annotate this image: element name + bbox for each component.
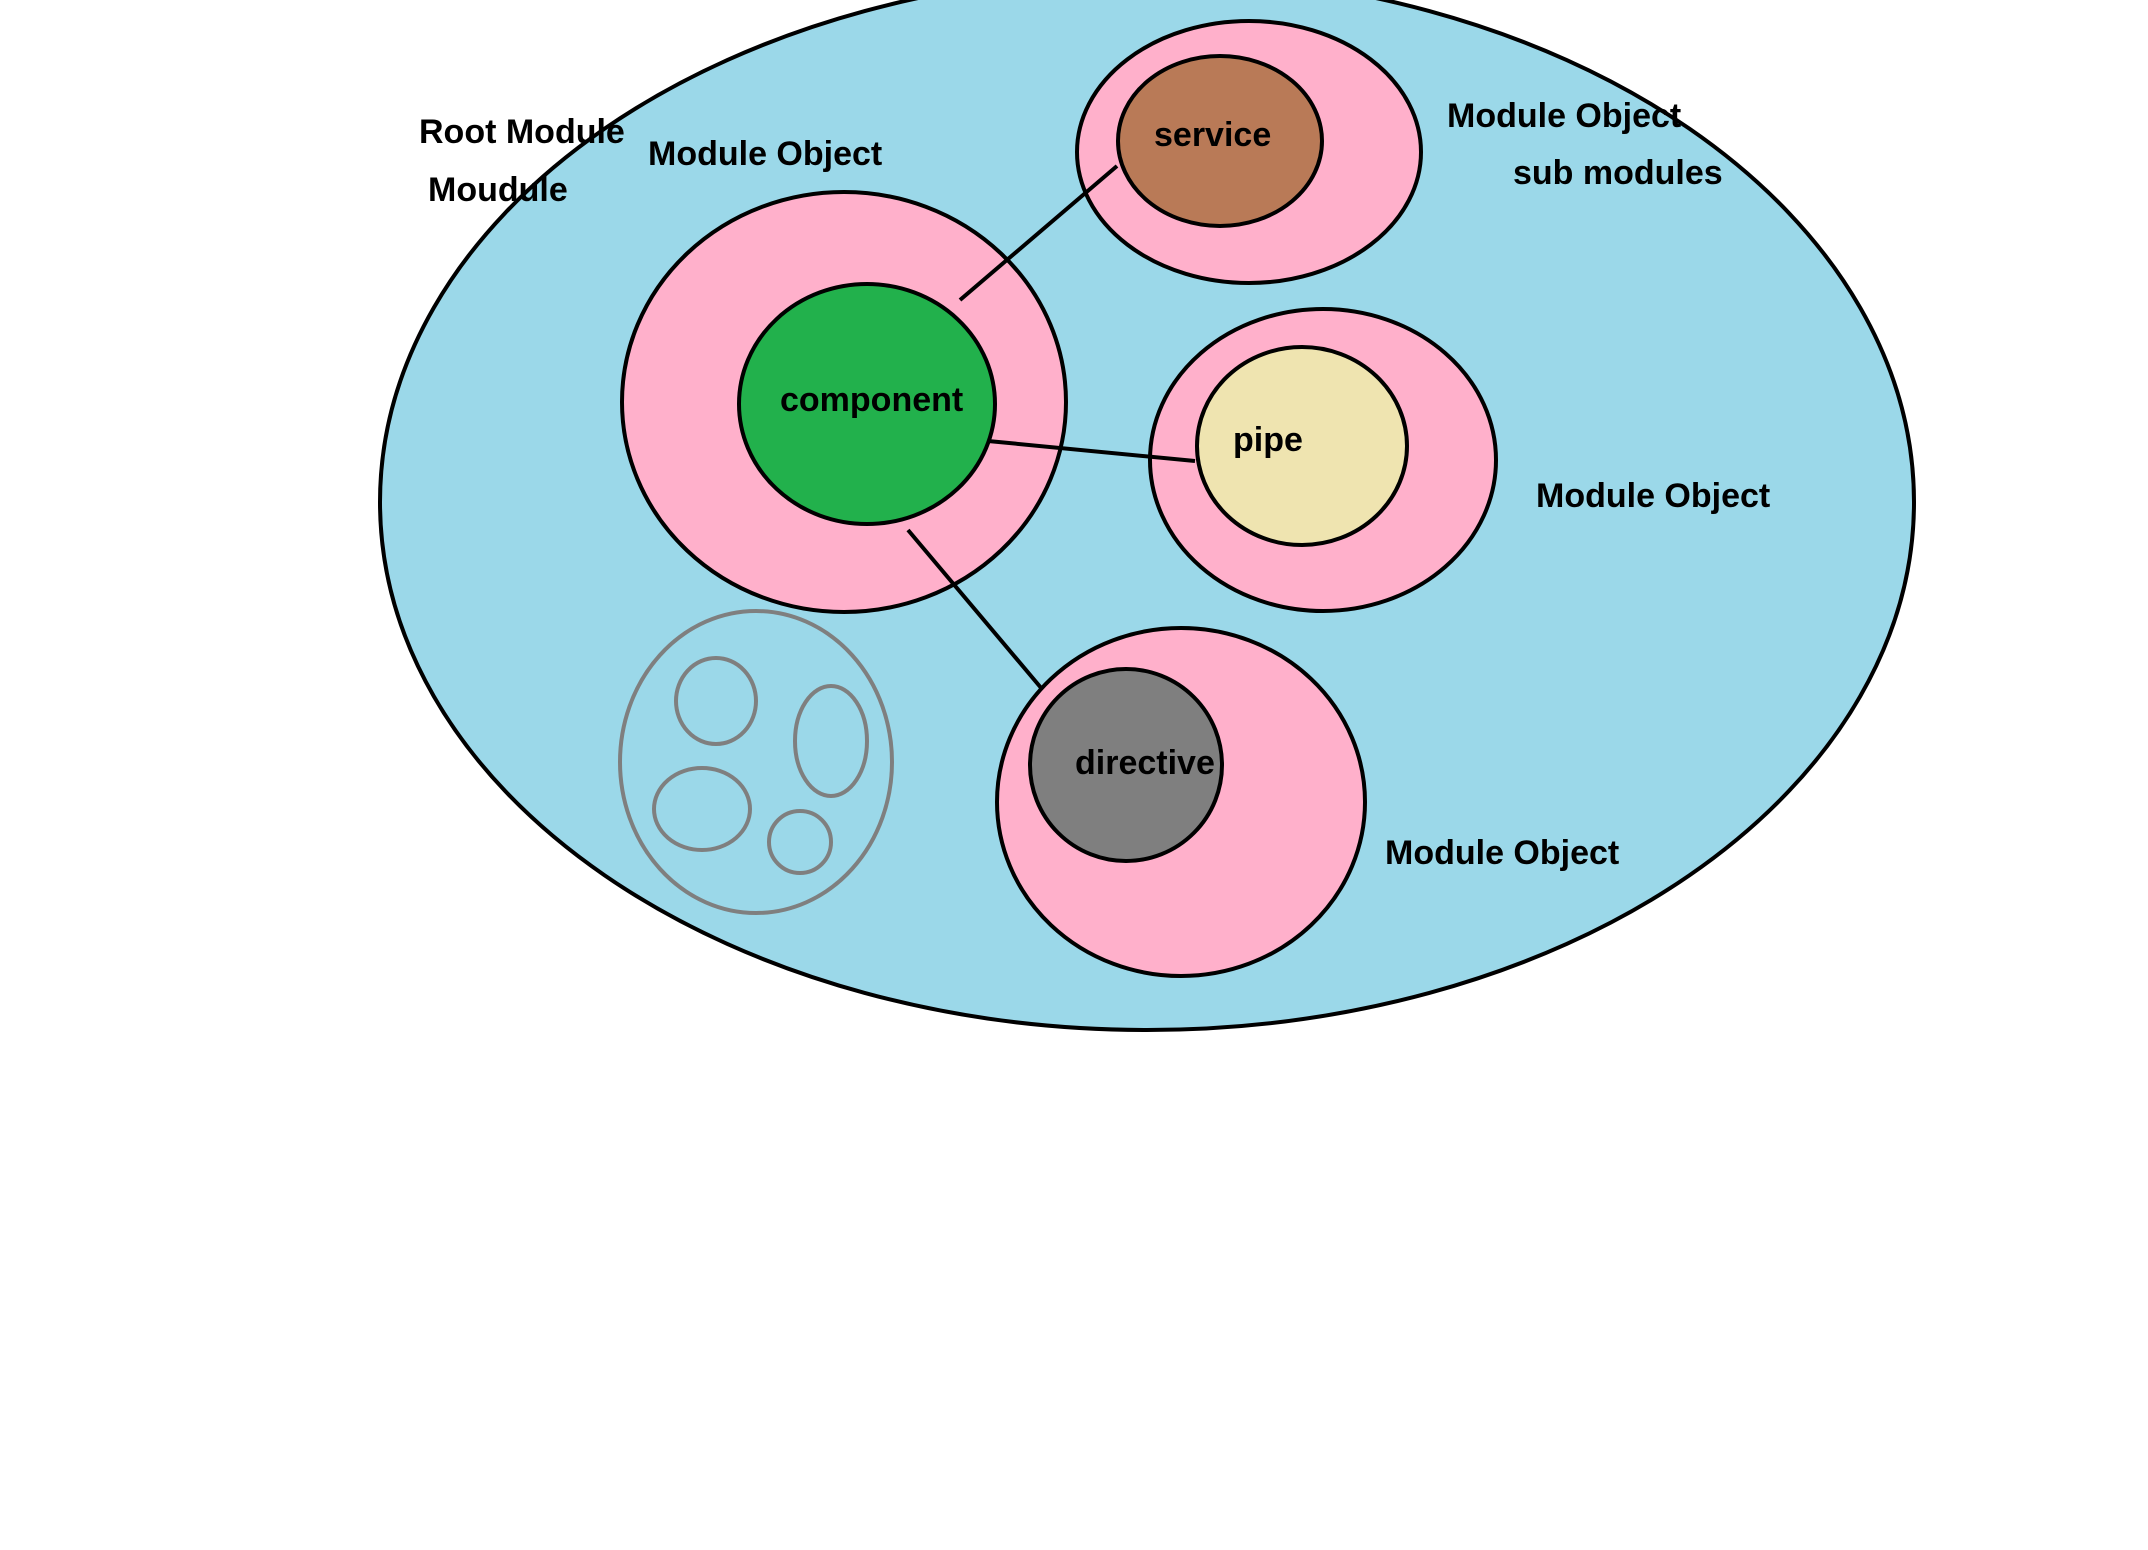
module-object-label-directive: Module Object xyxy=(1385,834,1619,872)
component-node xyxy=(737,282,997,526)
connector-component-service xyxy=(958,164,1119,302)
root-module-label-line2: Moudule xyxy=(428,171,568,209)
faded-submodule-group xyxy=(618,609,894,915)
root-module-label: Root Module xyxy=(419,113,625,151)
connector-component-directive xyxy=(906,528,1044,691)
connector-component-pipe xyxy=(987,439,1196,463)
module-object-label-component: Module Object xyxy=(648,135,882,173)
module-object-label-pipe: Module Object xyxy=(1536,477,1770,515)
faded-submodule-inner-1 xyxy=(674,656,758,746)
faded-submodule-outer xyxy=(618,609,894,915)
sub-modules-label: sub modules xyxy=(1513,154,1723,192)
faded-submodule-inner-2 xyxy=(793,684,869,798)
pipe-label: pipe xyxy=(1233,421,1303,459)
directive-node xyxy=(1028,667,1224,863)
module-object-label-service: Module Object xyxy=(1447,97,1681,135)
pipe-node xyxy=(1195,345,1409,547)
faded-submodule-inner-3 xyxy=(652,766,752,852)
service-node xyxy=(1116,54,1324,228)
component-label: component xyxy=(780,381,963,419)
service-label: service xyxy=(1154,116,1271,154)
faded-submodule-inner-4 xyxy=(767,809,833,875)
directive-label: directive xyxy=(1075,744,1215,782)
